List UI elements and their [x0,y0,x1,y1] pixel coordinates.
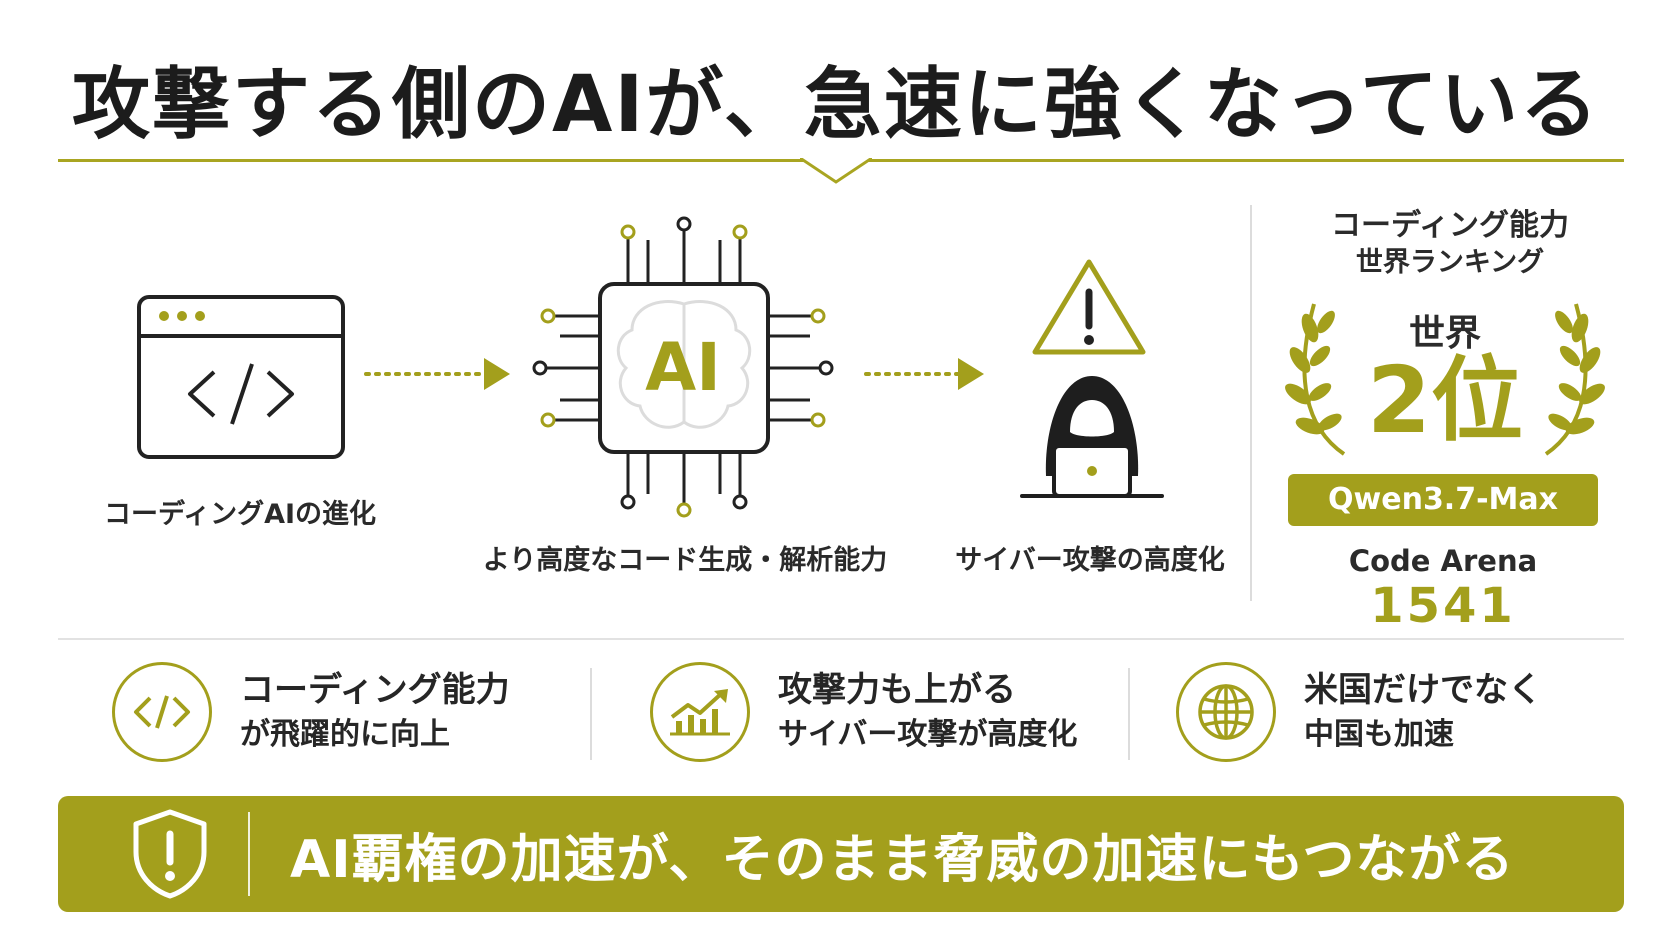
shield-warning-icon [133,809,207,899]
banner-text: AI覇権の加速が、そのまま脅威の加速にもつながる [290,829,1515,890]
laurel-right-icon [1544,303,1605,456]
feature-divider [1128,668,1130,760]
dotted-arrow-icon [364,358,510,390]
section-divider [1250,205,1252,601]
ranking-position: 2位 [1366,347,1523,454]
feature-subtitle: 中国も加速 [1304,717,1454,752]
globe-icon [1198,684,1254,740]
trend-up-icon [670,689,730,736]
feature-icon-circle [1176,662,1276,762]
ai-chip-label: AI [645,329,721,406]
feature-icon-circle [112,662,212,762]
feature-item: 米国だけでなく 中国も加速 [1176,662,1542,762]
arena-score: 1541 [1370,578,1516,634]
conclusion-banner: AI覇権の加速が、そのまま脅威の加速にもつながる [58,796,1624,912]
feature-title: 攻撃力も上がる [778,670,1016,710]
feature-icon-circle [650,662,750,762]
step1-label: コーディングAIの進化 [103,499,377,530]
page-title: 攻撃する側のAIが、急速に強くなっている [72,60,1600,150]
step3-label: サイバー攻撃の高度化 [955,545,1225,576]
feature-item: 攻撃力も上がる サイバー攻撃が高度化 [650,662,1077,762]
feature-subtitle: サイバー攻撃が高度化 [778,717,1078,752]
warning-icon [1032,259,1146,355]
ai-chip-icon [532,216,834,518]
feature-title: 米国だけでなく [1304,670,1542,710]
dotted-arrow-icon [864,358,984,390]
step2-label: より高度なコード生成・解析能力 [482,545,888,576]
hacker-icon [1020,376,1164,498]
laurel-left-icon [1285,303,1346,456]
banner-divider [248,812,250,896]
code-icon [134,695,190,729]
feature-divider [590,668,592,760]
model-badge: Qwen3.7-Max [1288,474,1598,526]
ranking-world-label: 世界 [1408,313,1481,354]
feature-item: コーディング能力 が飛躍的に向上 [112,662,510,762]
ranking-heading-line1: コーディング能力 [1331,208,1569,243]
section-divider [58,638,1624,640]
arena-label: Code Arena [1348,544,1538,578]
feature-subtitle: が飛躍的に向上 [240,717,450,752]
code-window-icon [137,295,345,459]
feature-title: コーディング能力 [240,670,510,710]
ranking-heading-line2: 世界ランキング [1355,247,1545,278]
divider-notch [800,158,872,184]
